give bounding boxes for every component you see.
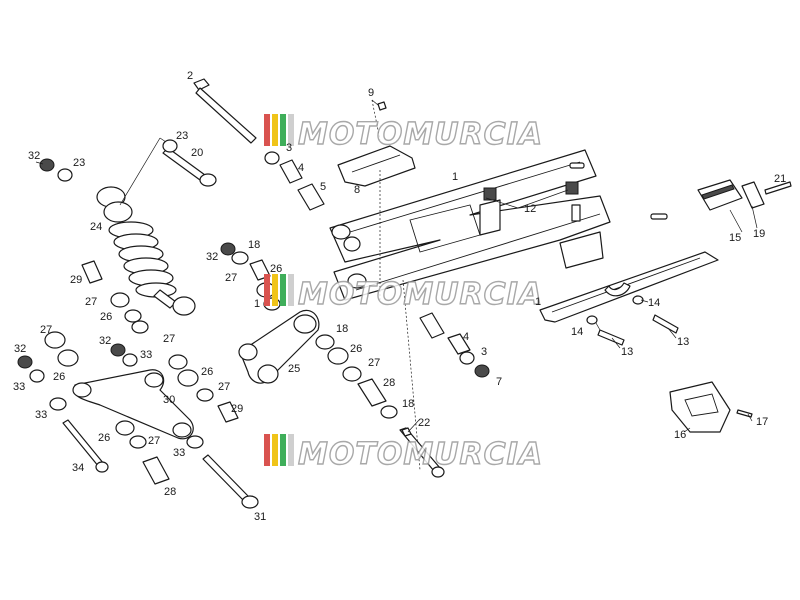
callout-2: 2 bbox=[187, 70, 193, 82]
callout-3: 3 bbox=[481, 346, 487, 358]
callout-26: 26 bbox=[270, 263, 282, 275]
callout-32: 32 bbox=[14, 343, 26, 355]
watermark-bottom: MOTOMURCIA bbox=[264, 434, 543, 473]
callout-24: 24 bbox=[90, 221, 102, 233]
bolt-20 bbox=[162, 147, 217, 187]
callout-16: 16 bbox=[674, 429, 686, 441]
callout-5: 5 bbox=[320, 181, 326, 193]
callout-18: 18 bbox=[402, 398, 414, 410]
washer-3-top bbox=[264, 151, 280, 165]
callout-17: 17 bbox=[756, 416, 768, 428]
callout-12: 12 bbox=[524, 203, 536, 215]
callout-31: 31 bbox=[254, 511, 266, 523]
callout-1: 1 bbox=[452, 171, 458, 183]
callout-26: 26 bbox=[100, 311, 112, 323]
callout-34: 34 bbox=[72, 462, 84, 474]
rocker-link-25 bbox=[238, 309, 320, 384]
callout-14: 14 bbox=[648, 297, 660, 309]
callout-29: 29 bbox=[231, 403, 243, 415]
washer-14-right bbox=[632, 295, 644, 305]
left-stack bbox=[17, 260, 259, 509]
screw-9 bbox=[377, 101, 387, 111]
washer-23-top bbox=[162, 139, 178, 153]
callout-30: 30 bbox=[163, 394, 175, 406]
callout-22: 22 bbox=[418, 417, 430, 429]
bushing-4-top bbox=[279, 159, 303, 184]
callout-7: 7 bbox=[496, 376, 502, 388]
spacer-5 bbox=[297, 183, 325, 211]
callout-20: 20 bbox=[191, 147, 203, 159]
callout-1: 1 bbox=[535, 296, 541, 308]
callout-33: 33 bbox=[35, 409, 47, 421]
bracket-part-8 bbox=[337, 145, 416, 187]
callout-27: 27 bbox=[148, 435, 160, 447]
callout-32: 32 bbox=[99, 335, 111, 347]
callout-33: 33 bbox=[140, 349, 152, 361]
washer-3-bottom bbox=[459, 351, 475, 365]
callout-26: 26 bbox=[98, 432, 110, 444]
callout-labels: 2 9 32 23 23 20 3 4 5 1 8 12 21 24 15 19… bbox=[13, 70, 786, 523]
callout-27: 27 bbox=[225, 272, 237, 284]
watermark-top: MOTOMURCIA bbox=[264, 114, 543, 153]
chain-guide bbox=[539, 251, 719, 323]
callout-26: 26 bbox=[201, 366, 213, 378]
callout-27: 27 bbox=[40, 324, 52, 336]
callout-28: 28 bbox=[383, 377, 395, 389]
bushing-3-bottom bbox=[447, 333, 471, 355]
shock-absorber bbox=[96, 137, 196, 316]
callout-21: 21 bbox=[774, 173, 786, 185]
chain-tensioner-parts bbox=[697, 179, 792, 211]
callout-13: 13 bbox=[677, 336, 689, 348]
bolt-2 bbox=[193, 78, 257, 144]
callout-27: 27 bbox=[85, 296, 97, 308]
callout-9: 9 bbox=[368, 87, 374, 99]
callout-27: 27 bbox=[218, 381, 230, 393]
nut-32-top bbox=[39, 158, 55, 172]
linkage-30 bbox=[72, 369, 194, 440]
bolt-13-right bbox=[652, 314, 679, 334]
callout-29: 29 bbox=[70, 274, 82, 286]
callout-15: 15 bbox=[729, 232, 741, 244]
callout-32: 32 bbox=[28, 150, 40, 162]
leader-lines bbox=[35, 99, 758, 433]
callout-14: 14 bbox=[571, 326, 583, 338]
callout-28: 28 bbox=[164, 486, 176, 498]
callout-13: 13 bbox=[621, 346, 633, 358]
callout-33: 33 bbox=[173, 447, 185, 459]
callout-23: 23 bbox=[73, 157, 85, 169]
watermark-text-middle: MOTOMURCIA bbox=[298, 277, 543, 312]
watermark-middle: MOTOMURCIA bbox=[264, 274, 543, 313]
nut-7 bbox=[474, 364, 490, 378]
callout-3: 3 bbox=[286, 142, 292, 154]
link-stack-right bbox=[315, 334, 445, 478]
callout-33: 33 bbox=[13, 381, 25, 393]
callout-27: 27 bbox=[163, 333, 175, 345]
callout-26: 26 bbox=[350, 343, 362, 355]
callout-27: 27 bbox=[368, 357, 380, 369]
callout-25: 25 bbox=[288, 363, 300, 375]
swingarm bbox=[329, 149, 668, 301]
callout-1: 1 bbox=[254, 298, 260, 310]
callout-26: 26 bbox=[53, 371, 65, 383]
washer-14-left bbox=[586, 315, 598, 325]
callout-4: 4 bbox=[298, 162, 304, 174]
callout-18: 18 bbox=[248, 239, 260, 251]
bushing-4-bottom bbox=[419, 312, 445, 339]
chain-slider-16 bbox=[669, 381, 753, 433]
callout-23: 23 bbox=[176, 130, 188, 142]
callout-8: 8 bbox=[354, 184, 360, 196]
watermark-text-bottom: MOTOMURCIA bbox=[298, 437, 543, 472]
callout-4: 4 bbox=[463, 331, 469, 343]
callout-18: 18 bbox=[336, 323, 348, 335]
bolt-13-left bbox=[597, 329, 625, 346]
callout-19: 19 bbox=[753, 228, 765, 240]
callout-32: 32 bbox=[206, 251, 218, 263]
watermark-text-top: MOTOMURCIA bbox=[298, 117, 543, 152]
fitting-22 bbox=[401, 427, 412, 437]
washer-23-left bbox=[57, 168, 73, 182]
